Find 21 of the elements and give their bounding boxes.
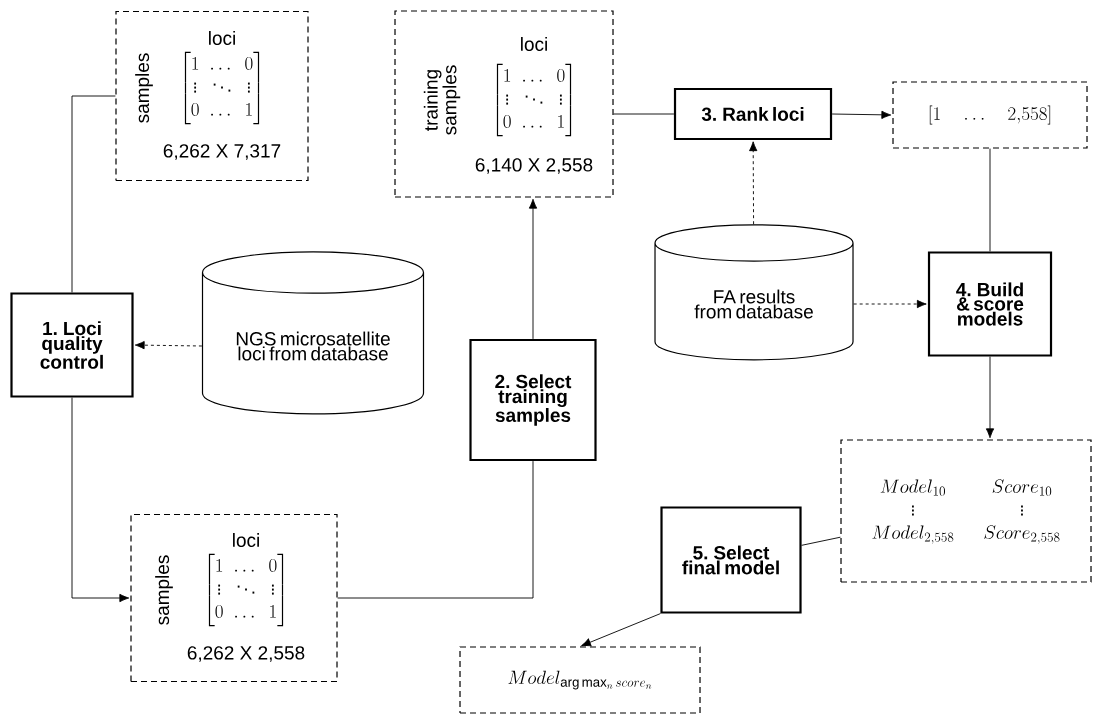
process-box: 3. Rank loci [673, 87, 833, 141]
result-box: $Model_{\arg\max_n score_n}$ [459, 646, 701, 714]
arrow [749, 141, 758, 225]
matrix-box: loci training samples $\begin{bmatrix}1 & \dots & 0\\ \vdots & \ddots & \vdots\\ 0 & \dots & 1\end{bmatrix}$ 6,140 X 2,558 [394, 10, 614, 198]
matrix-box: loci samples $\begin{bmatrix}1 & \dots & 0\\ \vdots & \ddots & \vdots\\ 0 & \dots & 1\end{bmatrix}$ 6,262 X 2,558 [130, 513, 338, 683]
process-box: 5. Select final model [660, 506, 802, 614]
matrix-box: loci samples $\begin{bmatrix}1 & \dots & 0\\ \vdots & \ddots & \vdots\\ 0 & \dots & 1\end{bmatrix}$ 6,262 X 7,317 [115, 10, 309, 182]
process-box: 4. Build & score models [927, 251, 1053, 357]
arrow [831, 110, 892, 119]
database-cylinder: NGS microsatellite loci from database [201, 251, 425, 415]
arrow [71, 397, 130, 603]
result-box: $\begin{matrix} Model_{10} & \quad Score_{10}\\ \vdots & \quad \vdots\\ Model_{2{,}558} & \quad Score_{2{,}558}\end{matrix}$ [840, 439, 1092, 583]
process-box: 2. Select training samples [469, 338, 597, 462]
arrow [134, 341, 203, 350]
arrow [581, 613, 661, 647]
arrow [853, 299, 927, 309]
result-box: $[1 \quad \dots \quad 2{,}558]$ [892, 81, 1088, 149]
arrow [528, 198, 538, 340]
database-cylinder: FA results from database [654, 224, 854, 361]
arrow [985, 356, 995, 439]
process-box: 1. Loci quality control [10, 292, 134, 398]
